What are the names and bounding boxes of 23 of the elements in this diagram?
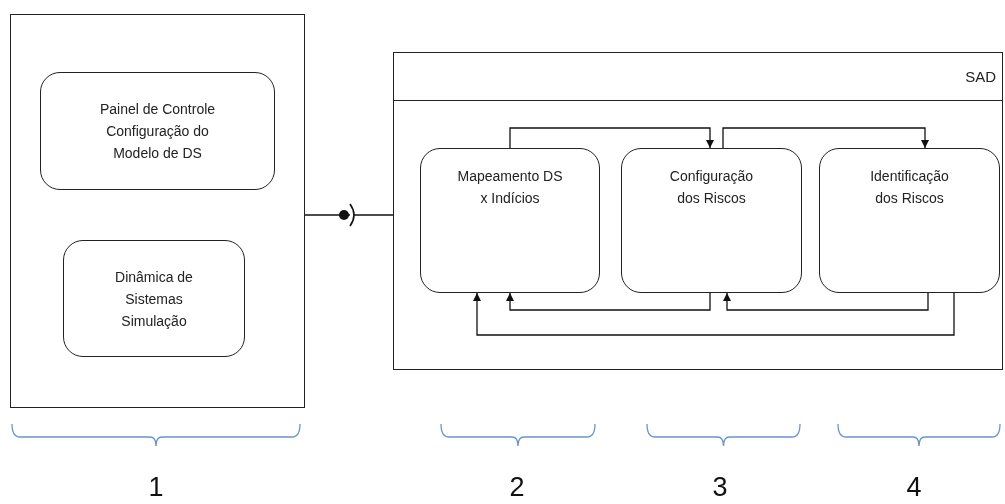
process-box bbox=[420, 148, 600, 293]
group-number: 4 bbox=[906, 472, 922, 503]
module-panel bbox=[10, 14, 305, 408]
box-label: Identificação dos Riscos bbox=[869, 167, 950, 208]
connector-line bbox=[304, 214, 394, 216]
process-box bbox=[63, 240, 245, 357]
box-label: Dinâmica de Sistemas Simulação bbox=[114, 267, 194, 331]
arrow bbox=[509, 127, 714, 149]
process-box bbox=[40, 72, 275, 190]
process-box bbox=[621, 148, 802, 293]
box-label: Configuração dos Riscos bbox=[668, 167, 755, 208]
arrow bbox=[723, 292, 929, 311]
arrow bbox=[473, 292, 955, 336]
box-label: Painel de Controle Configuração do Modelo de DS bbox=[98, 100, 217, 163]
arrow bbox=[506, 292, 711, 311]
box-label: Mapeamento DS x Indícios bbox=[456, 167, 564, 208]
group-number: 3 bbox=[712, 472, 728, 503]
group-number: 1 bbox=[148, 472, 164, 503]
group-number: 2 bbox=[509, 472, 525, 503]
system-title: SAD bbox=[965, 68, 996, 85]
system-frame bbox=[393, 52, 1003, 370]
process-box bbox=[819, 148, 1000, 293]
arrow bbox=[722, 127, 929, 149]
